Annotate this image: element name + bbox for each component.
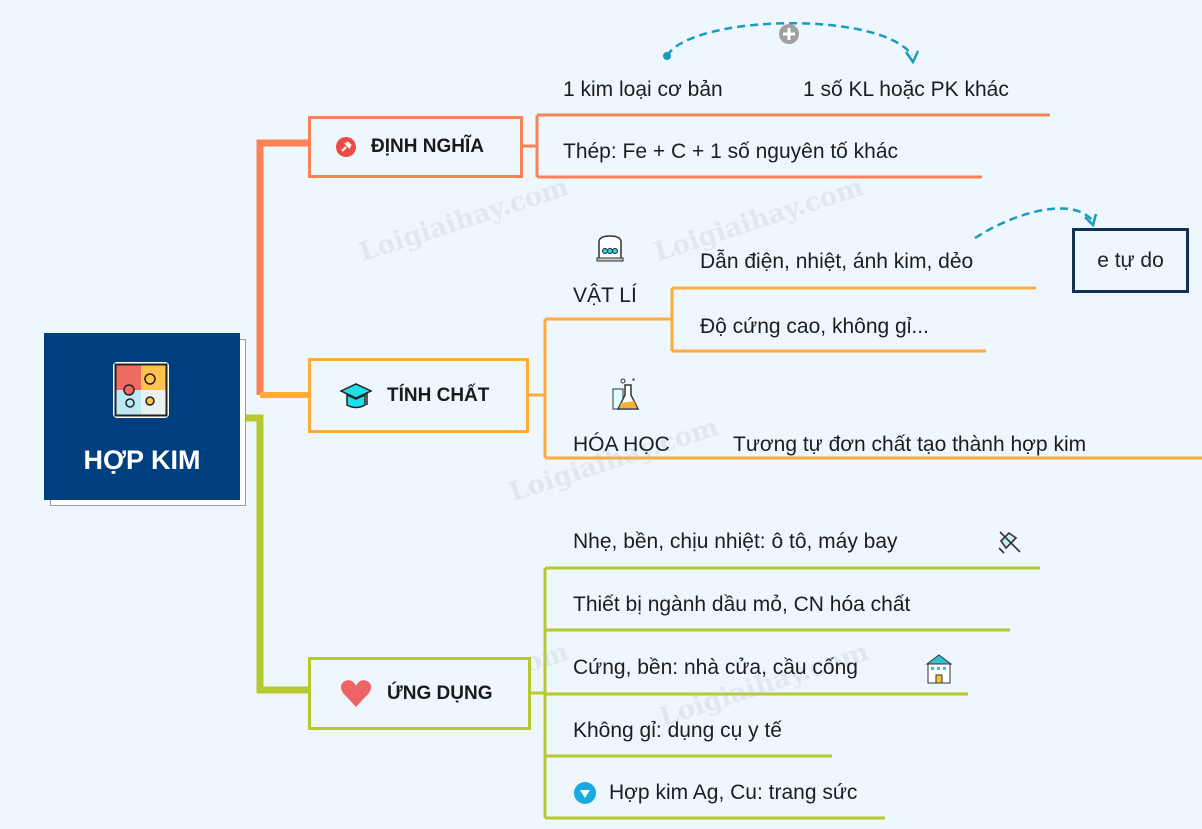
- application-item[interactable]: Hợp kim Ag, Cu: trang sức: [609, 781, 858, 804]
- physical-item[interactable]: Dẫn điện, nhiệt, ánh kim, dẻo: [700, 250, 974, 273]
- topic-label: ỨNG DỤNG: [387, 682, 493, 704]
- note-free-electron[interactable]: e tự do: [1072, 228, 1189, 293]
- heart-icon: [339, 679, 373, 709]
- application-item[interactable]: Thiết bị ngành dầu mỏ, CN hóa chất: [573, 593, 911, 616]
- physical-label[interactable]: VẬT LÍ: [573, 284, 637, 307]
- svg-text:*: *: [632, 377, 635, 386]
- note-text: e tự do: [1097, 248, 1164, 272]
- add-relation-icon: [779, 24, 799, 44]
- definition-item[interactable]: 1 số KL hoặc PK khác: [803, 78, 1009, 101]
- topic-label: ĐỊNH NGHĨA: [371, 136, 484, 157]
- topic-label: TÍNH CHẤT: [387, 384, 490, 406]
- root-title: HỢP KIM: [83, 445, 201, 475]
- application-item[interactable]: Nhẹ, bền, chịu nhiệt: ô tô, máy bay: [573, 530, 898, 553]
- chemical-item[interactable]: Tương tự đơn chất tạo thành hợp kim: [733, 433, 1087, 456]
- puzzle-icon: [113, 362, 169, 418]
- relation-arc-definition: [665, 22, 914, 57]
- root-topic[interactable]: HỢP KIM: [44, 333, 240, 500]
- building-icon: [925, 654, 953, 689]
- airplane-icon: [996, 528, 1024, 561]
- diamond-icon: [573, 781, 597, 810]
- pushpin-icon: [335, 136, 357, 158]
- newtons-cradle-icon: [596, 234, 624, 267]
- topic-definition[interactable]: ĐỊNH NGHĨA: [308, 116, 523, 178]
- topic-applications[interactable]: ỨNG DỤNG: [308, 657, 531, 730]
- flask-icon: *: [610, 377, 640, 418]
- relation-arc-free-electron: [974, 207, 1093, 240]
- def-connector: [522, 115, 539, 177]
- definition-item[interactable]: 1 kim loại cơ bản: [563, 78, 723, 101]
- trunk-orange: [256, 139, 308, 395]
- topic-properties[interactable]: TÍNH CHẤT: [308, 358, 529, 433]
- application-item[interactable]: Cứng, bền: nhà cửa, cầu cống: [573, 656, 858, 679]
- application-item[interactable]: Không gỉ: dụng cụ y tế: [573, 719, 782, 742]
- physical-line: [545, 288, 674, 351]
- app-connector: [530, 568, 547, 818]
- graduation-cap-icon: [339, 381, 373, 411]
- prop-connector: [528, 319, 547, 458]
- definition-item[interactable]: Thép: Fe + C + 1 số nguyên tố khác: [563, 140, 899, 163]
- chemical-label[interactable]: HÓA HỌC: [573, 433, 670, 456]
- trunk-green: [244, 414, 308, 694]
- physical-item[interactable]: Độ cứng cao, không gỉ...: [700, 315, 929, 338]
